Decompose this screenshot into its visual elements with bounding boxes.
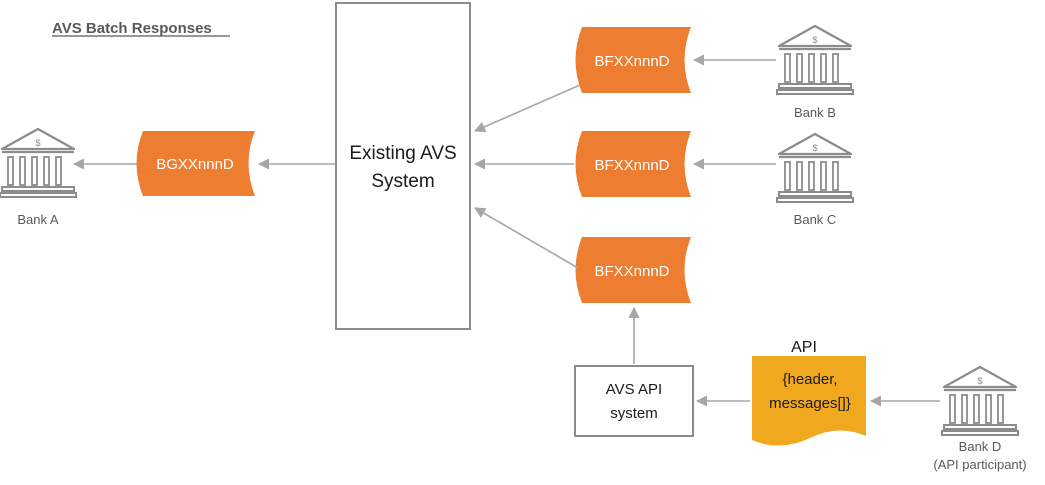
arrow-file-b-to-system	[473, 84, 581, 133]
bank-c-label: Bank C	[794, 212, 837, 227]
bank-d-sublabel: (API participant)	[933, 457, 1026, 472]
api-document-heading: API	[791, 339, 817, 356]
bank-b-label: Bank B	[794, 105, 836, 120]
incoming-file-bank-b: BFXXnnnD	[575, 27, 691, 93]
incoming-file-label: BFXXnnnD	[594, 263, 669, 280]
existing-avs-system-box: Existing AVS System	[335, 2, 471, 330]
bank-c: Bank C	[775, 132, 855, 227]
outgoing-file-label: BGXXnnnD	[156, 156, 234, 173]
avs-api-system-line2: system	[610, 405, 658, 422]
incoming-file-label: BFXXnnnD	[594, 53, 669, 70]
api-document-line1: {header,	[782, 371, 837, 388]
api-document-line2: messages[]}	[769, 395, 851, 412]
existing-avs-system-line1: Existing AVS	[349, 143, 456, 164]
outgoing-file-bgxxnnnd: BGXXnnnD	[136, 131, 255, 196]
bank-b: Bank B	[775, 24, 855, 120]
avs-api-system-line1: AVS API	[606, 381, 662, 398]
incoming-file-api: BFXXnnnD	[575, 237, 691, 303]
bank-d-icon	[940, 365, 1020, 437]
api-document: API {header, messages[]}	[752, 339, 866, 446]
bank-d: Bank D (API participant)	[933, 365, 1027, 472]
bank-d-label: Bank D	[959, 439, 1002, 454]
bank-a-icon	[0, 127, 78, 199]
bank-a: Bank A	[0, 127, 78, 227]
diagram-title: AVS Batch Responses	[52, 20, 212, 37]
existing-avs-system-line2: System	[371, 171, 434, 192]
bank-c-icon	[775, 132, 855, 204]
bank-a-label: Bank A	[17, 212, 59, 227]
avs-api-system-box: AVS API system	[574, 365, 694, 437]
incoming-file-label: BFXXnnnD	[594, 157, 669, 174]
incoming-file-bank-c: BFXXnnnD	[575, 131, 691, 197]
arrow-file-api-to-system	[474, 207, 579, 269]
bank-b-icon	[775, 24, 855, 96]
